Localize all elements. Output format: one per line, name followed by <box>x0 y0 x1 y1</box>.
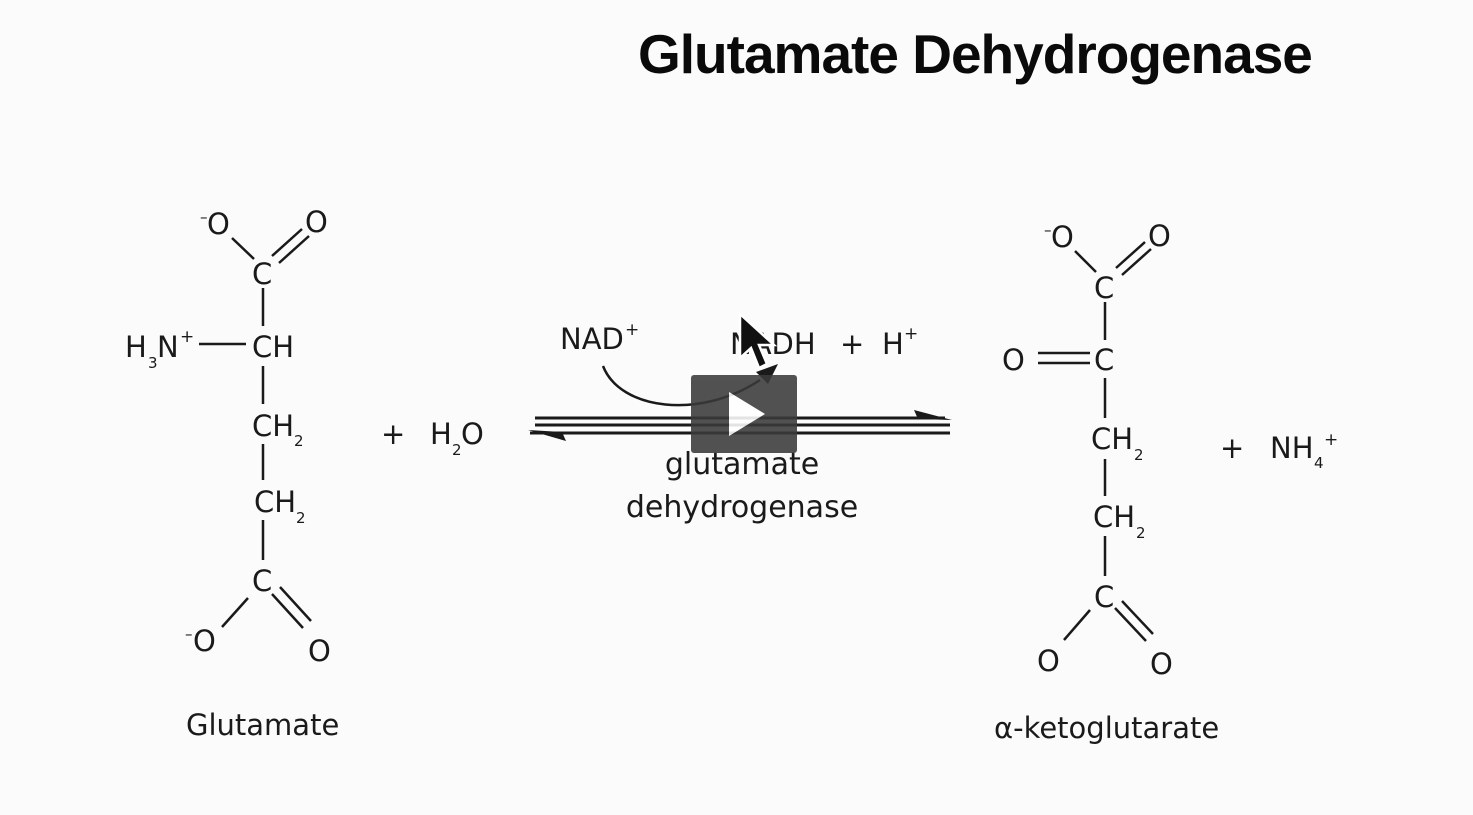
bond-c5-o-double-a <box>1114 607 1147 642</box>
charge-label: + <box>904 324 918 344</box>
atom-label: C <box>1094 271 1114 305</box>
subscript-label: 3 <box>148 354 158 372</box>
ketoglutarate-structure <box>1038 241 1154 642</box>
atom-label: C <box>252 564 272 598</box>
atom-label: O <box>1002 343 1025 377</box>
atom-label: O <box>207 207 230 241</box>
bond-c1-o-double-b <box>278 235 310 264</box>
subscript-label: 2 <box>452 441 462 459</box>
bond-c1-o-minus <box>1074 250 1097 273</box>
charge-label: – <box>200 208 208 226</box>
atom-label: O <box>1037 644 1060 678</box>
atom-label: CH <box>254 485 296 519</box>
reverse-arrowhead <box>528 430 566 441</box>
charge-label: + <box>180 327 194 347</box>
nad-label: NAD <box>560 322 624 356</box>
atom-label: CH <box>252 330 294 364</box>
atom-label: C <box>1094 580 1114 614</box>
bond-c1-o-double-a <box>271 228 303 257</box>
plus-sign: + <box>381 417 405 451</box>
atom-label: O <box>1051 220 1074 254</box>
atom-label: O <box>1148 219 1171 253</box>
enzyme-label: glutamate dehydrogenase <box>626 447 858 525</box>
bond-c5-o-double-b <box>1121 600 1154 635</box>
bond-c5-o-double-a <box>271 593 304 629</box>
slide-title: Glutamate Dehydrogenase <box>638 23 1313 85</box>
atom-label: O <box>1150 647 1173 681</box>
forward-arrowhead <box>914 410 952 420</box>
plus-sign: + <box>840 327 864 361</box>
atom-label: CH <box>252 409 294 443</box>
charge-label: + <box>625 320 639 340</box>
ketoglutarate-name-label: α-ketoglutarate <box>994 711 1219 745</box>
water-formula: H 2 O <box>430 417 484 459</box>
atom-label: CH <box>1091 422 1133 456</box>
glutamate-name-label: Glutamate <box>186 708 339 742</box>
bond-c1-o-minus <box>231 237 255 260</box>
enzyme-name-line2: dehydrogenase <box>626 490 858 525</box>
ketoglutarate-labels: – O O C O C CH 2 CH 2 C O O α-ketoglutar… <box>994 219 1219 745</box>
subscript-label: 2 <box>296 509 306 527</box>
atom-label: O <box>305 205 328 239</box>
atom-label: H <box>430 417 452 451</box>
subscript-label: 2 <box>1134 446 1144 464</box>
glutamate-structure <box>199 228 312 629</box>
bond-c5-o-double-b <box>279 586 312 622</box>
bond-c5-o-left <box>1063 609 1091 641</box>
bond-c5-o-minus <box>221 597 249 628</box>
plus-sign: + <box>1220 431 1244 465</box>
ammonium-formula: NH 4 + <box>1270 430 1338 472</box>
subscript-label: 2 <box>1136 524 1146 542</box>
bond-c1-o-double-b <box>1121 248 1152 276</box>
atom-label: CH <box>1093 500 1135 534</box>
ammonium-label: NH <box>1270 431 1314 465</box>
play-button[interactable] <box>691 375 797 453</box>
subscript-label: 2 <box>294 432 304 450</box>
charge-label: – <box>185 625 193 643</box>
play-icon <box>729 392 765 436</box>
nadh-label: NADH <box>730 327 816 361</box>
charge-label: + <box>1324 430 1338 450</box>
glutamate-labels: – O O C H 3 N + CH CH 2 CH 2 C – O O Glu… <box>125 205 339 742</box>
cofactors: NAD + NADH + H + <box>560 320 918 361</box>
proton-label: H <box>882 327 904 361</box>
atom-label: C <box>252 257 272 291</box>
atom-label: H <box>125 330 147 364</box>
atom-label: O <box>461 417 484 451</box>
charge-label: – <box>1044 221 1052 239</box>
atom-label: O <box>308 634 331 668</box>
atom-label: N <box>157 330 179 364</box>
atom-label: C <box>1094 343 1114 377</box>
atom-label: O <box>193 624 216 658</box>
bond-c1-o-double-a <box>1115 241 1146 269</box>
subscript-label: 4 <box>1314 454 1324 472</box>
